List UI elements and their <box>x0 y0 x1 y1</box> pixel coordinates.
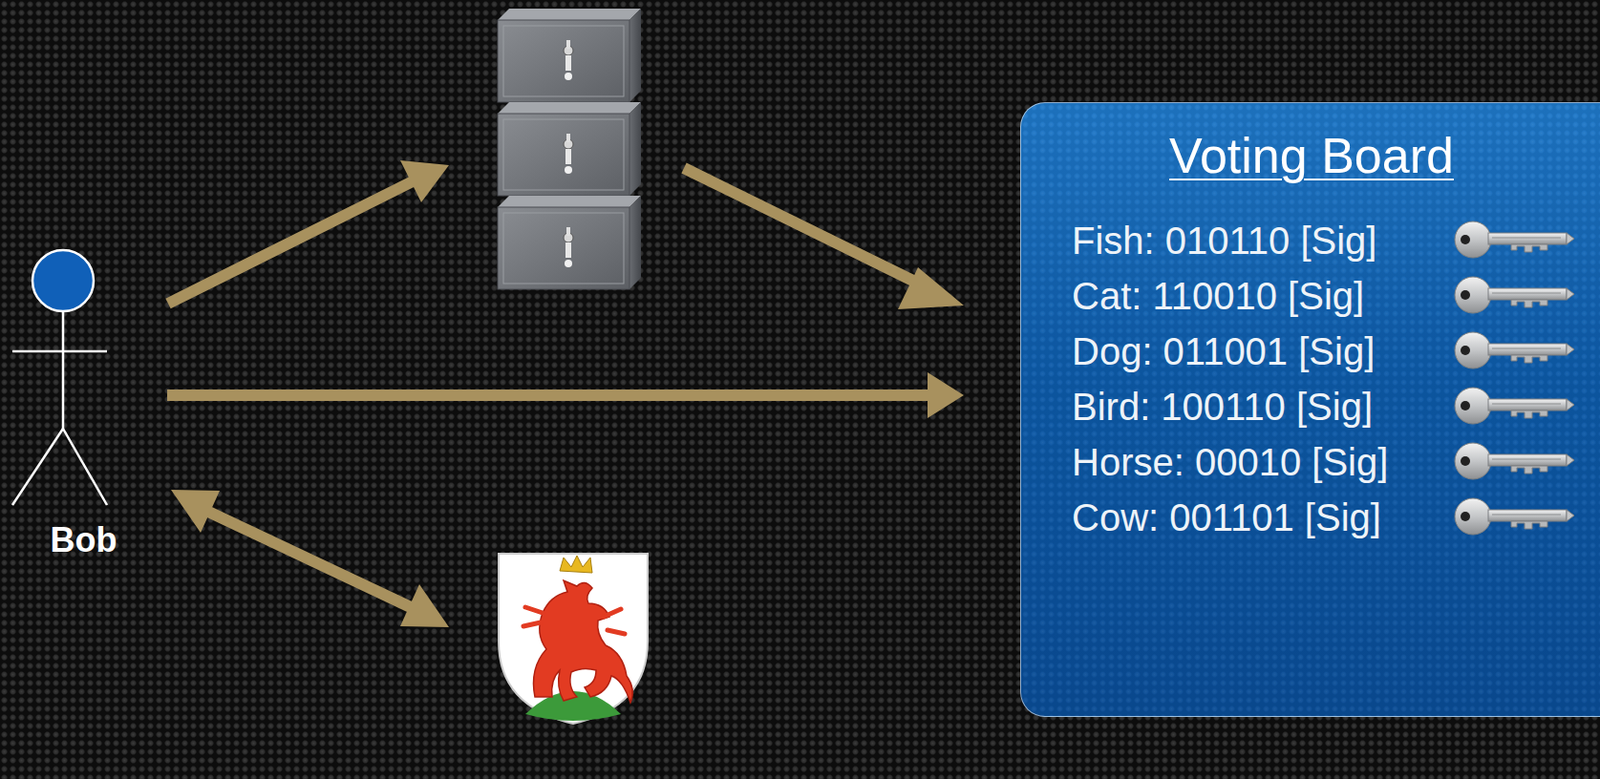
stick-figure <box>12 250 107 506</box>
flow-arrow <box>167 372 964 419</box>
flow-arrow <box>168 160 964 628</box>
vote-entry: Cat: 110010 [Sig] <box>1071 273 1365 320</box>
vote-entry: Dog: 011001 [Sig] <box>1071 328 1375 375</box>
vote-entry: Bird: 100110 [Sig] <box>1071 384 1373 430</box>
safe-stack <box>497 8 641 290</box>
voting-board: Voting BoardFish: 010110 [Sig] Cat: 11001… <box>1020 102 1600 718</box>
vote-entry: Horse: 00010 [Sig] <box>1071 439 1388 486</box>
vote-entry: Cow: 001101 [Sig] <box>1071 494 1382 541</box>
actor-figure: Bob <box>0 243 168 559</box>
coat-of-arms <box>498 554 648 725</box>
actor-name: Bob <box>0 520 168 561</box>
board-title: Voting Board <box>1021 127 1600 185</box>
vote-entry: Fish: 010110 [Sig] <box>1071 217 1377 264</box>
